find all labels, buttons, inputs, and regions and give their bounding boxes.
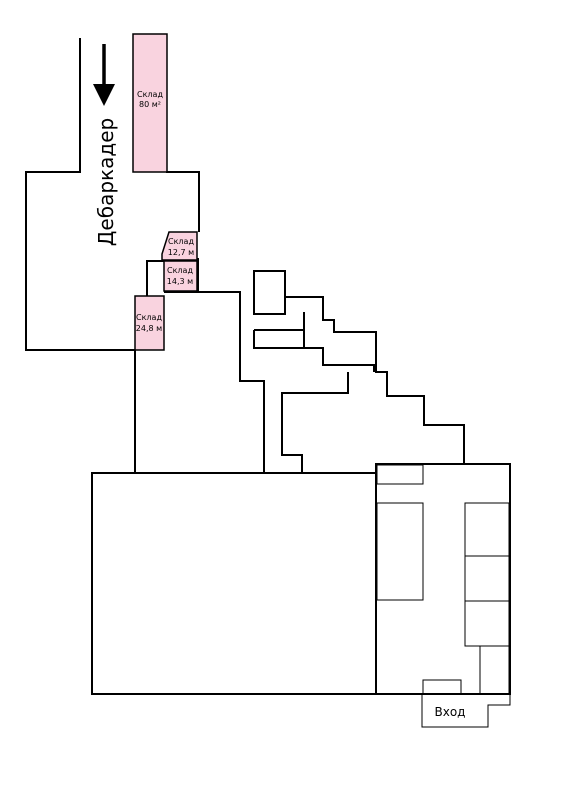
- warehouse-80-area: 80 м²: [139, 100, 161, 109]
- warehouse-24-8-name: Склад: [136, 313, 162, 322]
- arrow-down-icon: [93, 44, 115, 106]
- warehouse-24-8-room: [134, 295, 165, 351]
- connector-walls: [146, 260, 265, 473]
- warehouse-80-room: [132, 33, 168, 173]
- warehouse-14-3[interactable]: Склад 14,3 м: [163, 260, 198, 292]
- dock-walls: [25, 38, 200, 351]
- entrance-label: Вход: [435, 705, 466, 719]
- warehouse-80-name: Склад: [137, 90, 163, 99]
- entrance-outline: [421, 693, 511, 728]
- warehouse-24-8-area: 24,8 м: [136, 324, 162, 333]
- main-hall: [91, 472, 377, 695]
- upper-right-rooms: [253, 270, 465, 473]
- dock-label: Дебаркадер: [94, 118, 118, 246]
- entrance[interactable]: Вход: [421, 693, 511, 728]
- warehouse-14-3-area: 14,3 м: [167, 277, 193, 286]
- warehouse-14-3-name: Склад: [167, 266, 193, 275]
- warehouse-12-7-room: [161, 231, 198, 261]
- warehouse-80[interactable]: Склад 80 м²: [132, 33, 168, 173]
- right-shop-section: [375, 463, 511, 695]
- warehouse-12-7-area: 12,7 м: [168, 248, 194, 257]
- warehouse-12-7-name: Склад: [168, 237, 194, 246]
- warehouse-24-8[interactable]: Склад 24,8 м: [134, 295, 165, 351]
- warehouse-14-3-room: [163, 260, 198, 292]
- warehouse-12-7[interactable]: Склад 12,7 м: [161, 231, 198, 261]
